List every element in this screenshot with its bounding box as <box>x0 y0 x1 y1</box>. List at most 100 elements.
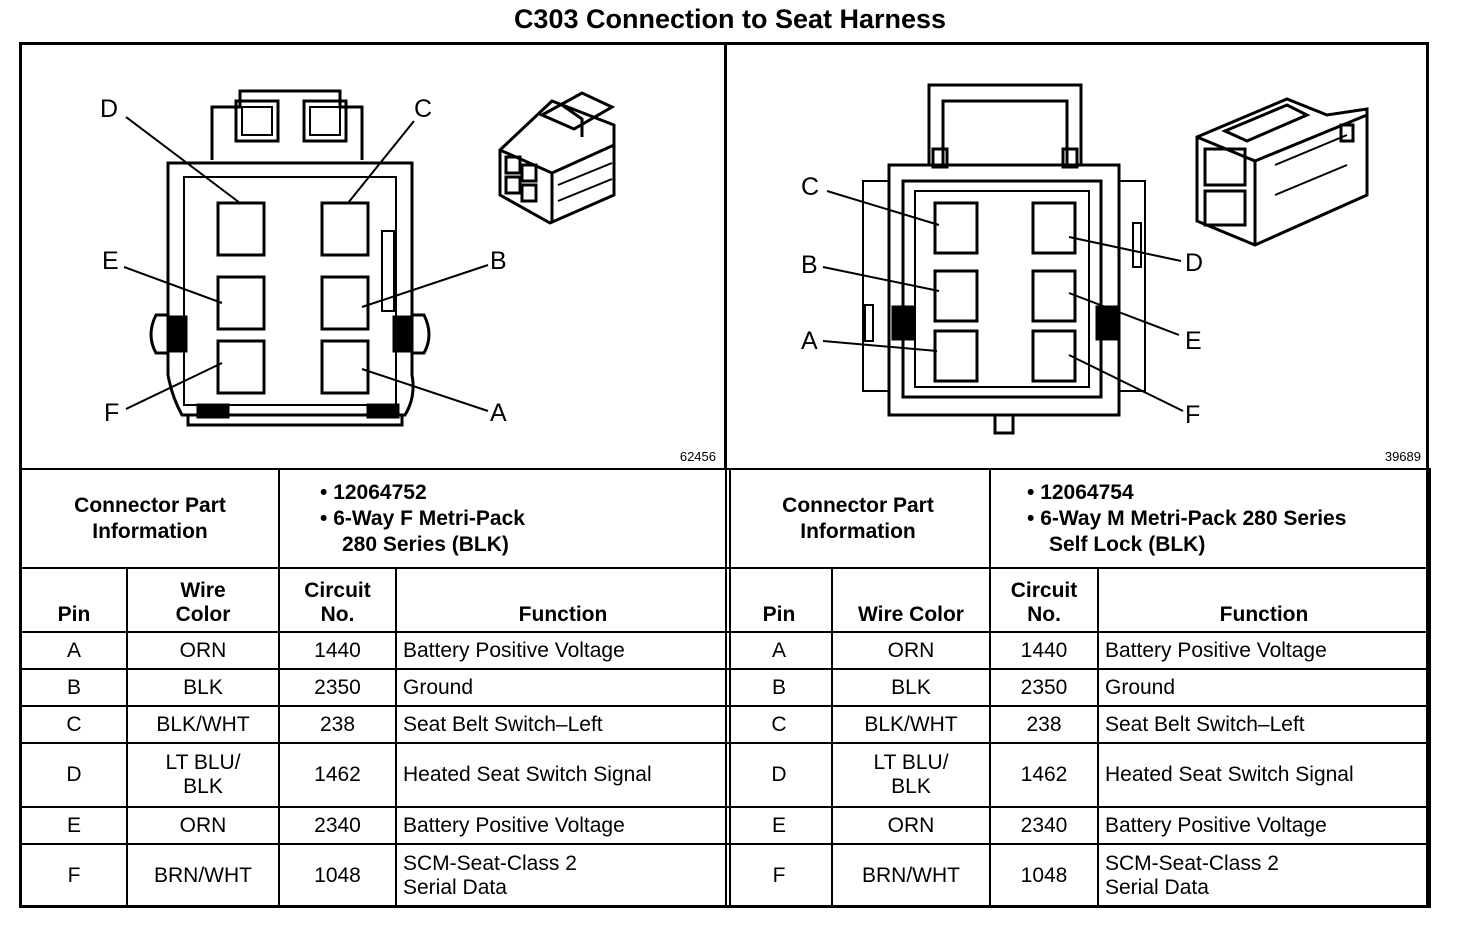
right-part-number: 12064754 <box>1040 480 1134 504</box>
left-figure-number: 62456 <box>679 449 716 464</box>
right-figure-number: 39689 <box>1384 449 1421 464</box>
pin-cell: D <box>20 742 128 808</box>
function-cell: Heated Seat Switch Signal <box>395 742 731 808</box>
wire-color-cell: BRN/WHT <box>126 843 280 908</box>
circuit-cell: 1440 <box>989 631 1099 670</box>
table-row: A ORN 1440 Battery Positive Voltage <box>725 631 1432 670</box>
function-cell: Heated Seat Switch Signal <box>1096 742 1432 808</box>
left-header-function: Function <box>395 567 731 633</box>
function-cell: Battery Positive Voltage <box>1096 806 1432 845</box>
right-pin-label-d: D <box>1185 249 1203 277</box>
right-header-pin: Pin <box>725 567 833 633</box>
pin-cell: A <box>725 631 833 670</box>
left-pin-label-b: B <box>490 247 507 275</box>
right-part-info-value: • 12064754 • 6-Way M Metri-Pack 280 Seri… <box>988 468 1432 569</box>
table-row: E ORN 2340 Battery Positive Voltage <box>725 806 1432 845</box>
right-header-circuit-no: Circuit No. <box>989 567 1099 633</box>
pin-cell: C <box>725 705 833 744</box>
left-part-number: 12064752 <box>333 480 427 504</box>
function-cell: Ground <box>395 668 731 707</box>
left-header-wire-color: Wire Color <box>126 567 280 633</box>
function-cell: Ground <box>1096 668 1432 707</box>
right-connector-face-drawing: C B A D E F <box>801 83 1369 435</box>
circuit-cell: 2350 <box>278 668 397 707</box>
circuit-cell: 1462 <box>278 742 397 808</box>
function-cell: Battery Positive Voltage <box>395 631 731 670</box>
connector-chart-frame: D C E B F A 62456 <box>19 42 1432 908</box>
left-pin-label-d: D <box>100 95 118 123</box>
pin-cell: F <box>20 843 128 908</box>
right-header-function: Function <box>1096 567 1432 633</box>
wire-color-cell: ORN <box>126 806 280 845</box>
circuit-cell: 1048 <box>989 843 1099 908</box>
circuit-cell: 2340 <box>278 806 397 845</box>
right-table-header-row: Pin Wire Color Circuit No. Function <box>725 567 1432 633</box>
function-cell: Seat Belt Switch–Left <box>1096 705 1432 744</box>
function-cell: Seat Belt Switch–Left <box>395 705 731 744</box>
pin-cell: F <box>725 843 833 908</box>
right-part-info-label: Connector Part Information <box>725 468 991 569</box>
table-row: E ORN 2340 Battery Positive Voltage <box>20 806 731 845</box>
circuit-cell: 238 <box>278 705 397 744</box>
left-connector-drawing-panel: D C E B F A 62456 <box>22 45 727 470</box>
left-pin-label-a: A <box>490 399 507 427</box>
pin-cell: B <box>20 668 128 707</box>
left-connector-face-drawing: D C E B F A <box>100 89 616 427</box>
right-pin-label-a: A <box>801 327 818 355</box>
wire-color-cell: LT BLU/BLK <box>126 742 280 808</box>
left-pin-label-e: E <box>102 247 119 275</box>
table-row: C BLK/WHT 238 Seat Belt Switch–Left <box>725 705 1432 744</box>
left-part-info-label: Connector Part Information <box>20 468 280 569</box>
left-header-pin: Pin <box>20 567 128 633</box>
table-row: D LT BLU/BLK 1462 Heated Seat Switch Sig… <box>20 742 731 808</box>
right-connector-drawing-panel: C B A D E F 39689 <box>727 45 1429 470</box>
left-pin-label-c: C <box>414 95 432 123</box>
left-header-circuit-no: Circuit No. <box>278 567 397 633</box>
pin-cell: B <box>725 668 833 707</box>
function-cell: Battery Positive Voltage <box>395 806 731 845</box>
pin-cell: D <box>725 742 833 808</box>
table-row: A ORN 1440 Battery Positive Voltage <box>20 631 731 670</box>
right-header-wire-color: Wire Color <box>831 567 991 633</box>
circuit-cell: 238 <box>989 705 1099 744</box>
right-pin-label-b: B <box>801 251 818 279</box>
table-row: C BLK/WHT 238 Seat Belt Switch–Left <box>20 705 731 744</box>
right-part-description: 6-Way M Metri-Pack 280 Series <box>1040 506 1347 530</box>
circuit-cell: 1440 <box>278 631 397 670</box>
diagram-title: C303 Connection to Seat Harness <box>513 4 947 34</box>
left-table-header-row: Pin Wire Color Circuit No. Function <box>20 567 731 633</box>
wire-color-cell: LT BLU/BLK <box>831 742 991 808</box>
wire-color-cell: ORN <box>831 806 991 845</box>
table-row: B BLK 2350 Ground <box>20 668 731 707</box>
function-cell: Battery Positive Voltage <box>1096 631 1432 670</box>
left-part-info-row: Connector Part Information • 12064752 • … <box>20 468 731 569</box>
circuit-cell: 1462 <box>989 742 1099 808</box>
right-pinout-table: Connector Part Information • 12064754 • … <box>725 468 1432 908</box>
wire-color-cell: BLK <box>126 668 280 707</box>
left-pinout-table: Connector Part Information • 12064752 • … <box>20 468 731 908</box>
wire-color-cell: ORN <box>126 631 280 670</box>
circuit-cell: 2340 <box>989 806 1099 845</box>
left-part-description: 6-Way F Metri-Pack <box>333 506 525 530</box>
right-pin-label-c: C <box>801 173 819 201</box>
circuit-cell: 1048 <box>278 843 397 908</box>
pin-cell: A <box>20 631 128 670</box>
table-row: D LT BLU/BLK 1462 Heated Seat Switch Sig… <box>725 742 1432 808</box>
wire-color-cell: ORN <box>831 631 991 670</box>
circuit-cell: 2350 <box>989 668 1099 707</box>
table-row: B BLK 2350 Ground <box>725 668 1432 707</box>
wire-color-cell: BRN/WHT <box>831 843 991 908</box>
pin-cell: E <box>20 806 128 845</box>
left-pin-label-f: F <box>104 399 119 427</box>
right-pin-label-e: E <box>1185 327 1202 355</box>
pin-cell: C <box>20 705 128 744</box>
wire-color-cell: BLK/WHT <box>831 705 991 744</box>
right-part-info-row: Connector Part Information • 12064754 • … <box>725 468 1432 569</box>
wire-color-cell: BLK <box>831 668 991 707</box>
wire-color-cell: BLK/WHT <box>126 705 280 744</box>
